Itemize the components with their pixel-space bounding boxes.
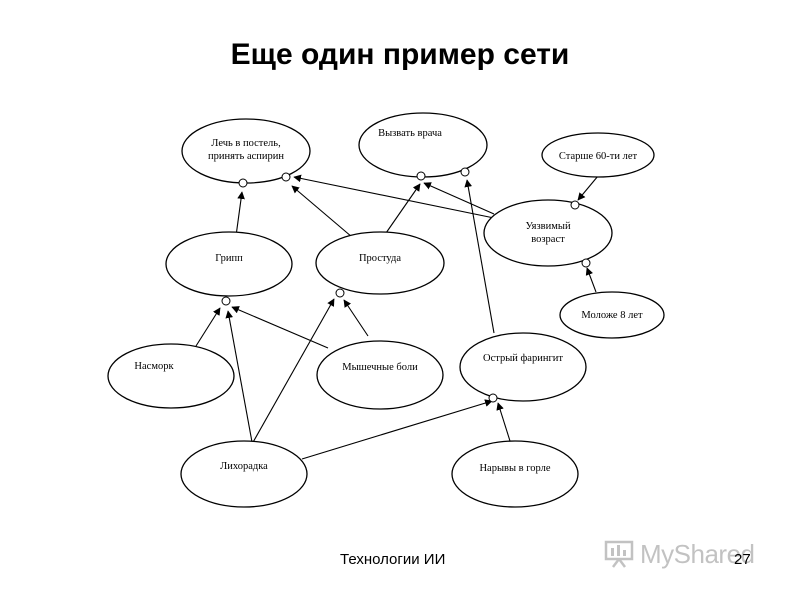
edge-fever-to-pharyngitis — [301, 399, 493, 460]
edge-older60-to-vulnerable — [577, 175, 599, 201]
slide-title: Еще один пример сети — [230, 38, 570, 71]
node-younger-8: Моложе 8 лет — [559, 291, 665, 339]
port-bed-1 — [238, 178, 248, 188]
edge-fever-to-cold — [251, 298, 335, 445]
node-runny-nose: Насморк — [107, 343, 235, 409]
port-cold — [335, 288, 345, 298]
node-older-60: Старше 60-ти лет — [541, 132, 655, 178]
edge-runny-nose-to-flu — [195, 307, 221, 347]
port-vulnerable-top — [570, 200, 580, 210]
node-fever: Лихорадка — [180, 440, 308, 508]
edge-fever-to-flu — [225, 310, 253, 443]
node-call-doctor: Вызвать врача — [358, 112, 488, 178]
node-label: Мышечные боли — [342, 362, 418, 373]
edges — [195, 174, 599, 460]
node-label: Насморк — [134, 361, 174, 372]
edge-muscle-pain-to-flu — [231, 306, 329, 349]
edge-flu-to-bed — [235, 191, 245, 237]
footer-course-name: Технологии ИИ — [340, 551, 446, 568]
node-label-line2: принять аспирин — [208, 151, 284, 162]
edge-cold-to-bed — [291, 185, 353, 238]
watermark-text: MyShared — [640, 538, 755, 569]
edge-younger8-to-vulnerable — [585, 267, 597, 293]
presentation-board-icon — [604, 540, 634, 568]
port-doctor-1 — [416, 171, 426, 181]
node-label: Острый фарингит — [483, 353, 563, 364]
port-pharyngitis — [488, 393, 498, 403]
edge-pharyngitis-to-doctor — [464, 179, 495, 334]
node-muscle-pain: Мышечные боли — [316, 340, 444, 410]
node-label: Простуда — [359, 253, 401, 264]
edge-vulnerable-to-bed — [293, 174, 495, 219]
node-label: Нарывы в горле — [479, 463, 550, 474]
node-flu: Грипп — [165, 231, 293, 297]
node-label-line2: возраст — [531, 234, 565, 245]
port-bed-2 — [281, 172, 291, 182]
node-throat-abscess: Нарывы в горле — [451, 440, 579, 508]
node-label: Старше 60-ти лет — [559, 151, 638, 162]
node-label: Грипп — [215, 253, 243, 264]
node-vulnerable-age: Уязвимый возраст — [483, 199, 613, 267]
node-label: Моложе 8 лет — [581, 310, 643, 321]
port-vulnerable-bottom — [581, 258, 591, 268]
node-cold: Простуда — [315, 231, 445, 295]
node-ports — [221, 167, 591, 403]
edge-cold-to-doctor — [385, 183, 421, 234]
edge-throat-abscess-to-pharyngitis — [496, 402, 511, 442]
edge-vulnerable-to-doctor — [423, 182, 495, 215]
node-label: Вызвать врача — [378, 128, 442, 139]
node-label: Лихорадка — [220, 461, 268, 472]
node-acute-pharyngitis: Острый фарингит — [459, 332, 587, 402]
node-label-line1: Уязвимый — [525, 221, 571, 232]
edge-muscle-pain-to-cold — [343, 299, 369, 337]
node-label-line1: Лечь в постель, — [211, 138, 280, 149]
watermark-logo: MyShared — [604, 536, 769, 572]
page-number: 27 — [734, 551, 751, 568]
port-doctor-2 — [460, 167, 470, 177]
node-bed-aspirin: Лечь в постель, принять аспирин — [181, 118, 311, 184]
port-flu — [221, 296, 231, 306]
